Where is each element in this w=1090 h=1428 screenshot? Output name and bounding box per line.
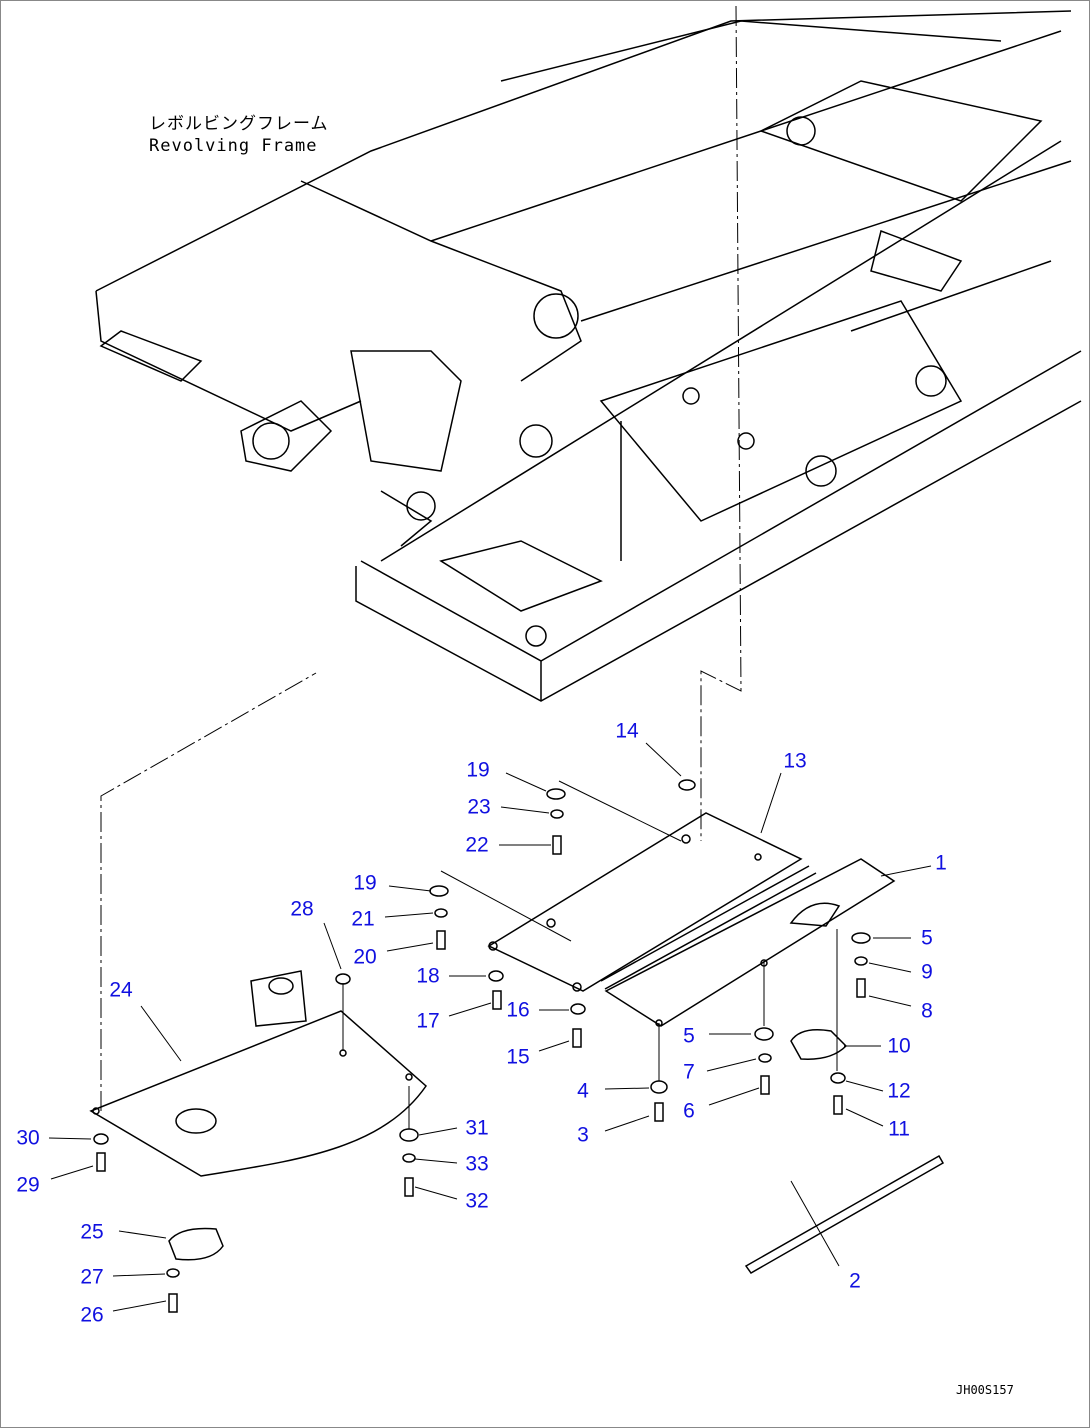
leader-lines [48,742,932,1312]
callout-27[interactable]: 27 [80,1265,104,1289]
callout-12[interactable]: 12 [887,1079,911,1103]
callout-2[interactable]: 2 [849,1269,861,1293]
callout-15[interactable]: 15 [506,1045,530,1069]
callout-6[interactable]: 6 [683,1099,695,1123]
callout-22[interactable]: 22 [465,833,489,857]
cover-13 [487,812,803,992]
callout-33[interactable]: 33 [465,1152,489,1176]
fasteners [93,779,871,1313]
callout-32[interactable]: 32 [465,1189,489,1213]
callout-5b[interactable]: 5 [683,1024,695,1048]
center-lines [100,5,742,1111]
callout-23[interactable]: 23 [467,795,491,819]
cover-1 [600,858,896,1027]
callout-19[interactable]: 19 [466,758,490,782]
callout-18[interactable]: 18 [416,964,440,988]
callout-30[interactable]: 30 [16,1126,40,1150]
callout-11[interactable]: 11 [888,1117,910,1141]
callout-26[interactable]: 26 [80,1303,104,1327]
callout-17[interactable]: 17 [416,1009,440,1033]
callout-20[interactable]: 20 [353,945,377,969]
callout-24[interactable]: 24 [109,978,133,1002]
callout-7[interactable]: 7 [683,1060,695,1084]
callout-10[interactable]: 10 [887,1034,911,1058]
callout-1[interactable]: 1 [935,851,947,875]
callout-3[interactable]: 3 [577,1123,589,1147]
callout-21[interactable]: 21 [351,907,375,931]
callout-9[interactable]: 9 [921,960,933,984]
frame-label-english: Revolving Frame [149,136,318,156]
callout-8[interactable]: 8 [921,999,933,1023]
cover-24 [89,970,427,1177]
callout-29[interactable]: 29 [16,1173,40,1197]
callout-28[interactable]: 28 [290,897,314,921]
callout-5[interactable]: 5 [921,926,933,950]
callout-25[interactable]: 25 [80,1220,104,1244]
strip-2 [744,1154,945,1274]
frame-label-japanese: レボルビングフレーム [149,114,329,134]
callout-16[interactable]: 16 [506,998,530,1022]
callout-31[interactable]: 31 [465,1116,489,1140]
callout-13[interactable]: 13 [783,749,807,773]
callout-14[interactable]: 14 [615,719,639,743]
revolving-frame [95,10,1082,702]
drawing-code: JH00S157 [956,1383,1014,1397]
callout-19b[interactable]: 19 [353,871,377,895]
callout-4[interactable]: 4 [577,1079,589,1103]
